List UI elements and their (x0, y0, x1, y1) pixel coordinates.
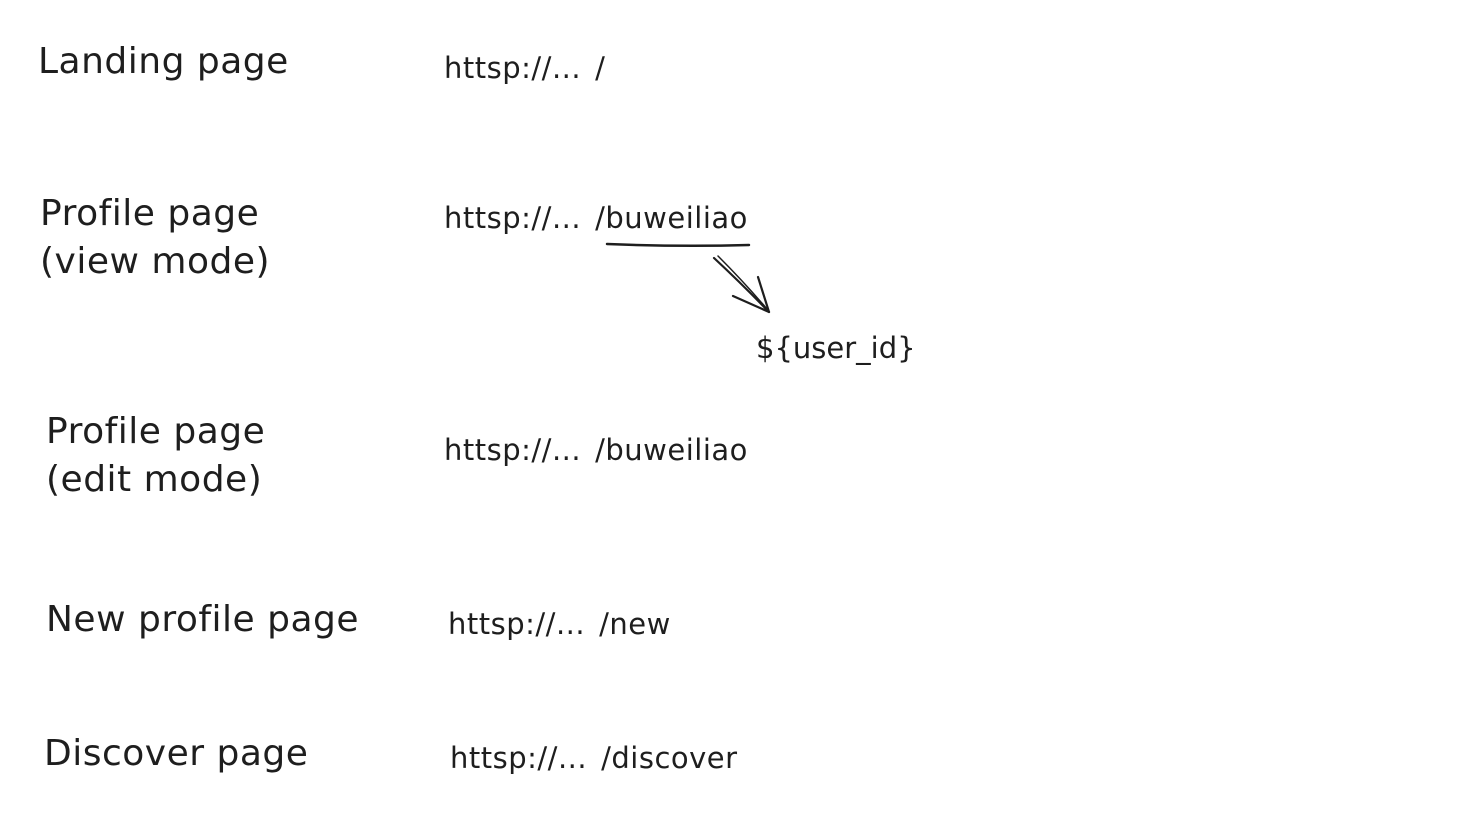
url-prefix: httsp://... (444, 51, 582, 85)
row-url-new-profile: httsp://... /new (448, 606, 671, 642)
row-label-profile-edit: Profile page (edit mode) (46, 408, 265, 504)
path-underline (605, 242, 751, 248)
row-url-discover: httsp://... /discover (450, 740, 738, 776)
row-url-profile-view: httsp://... /buweiliao (444, 200, 748, 236)
url-path: / (595, 51, 606, 85)
row-label-line1: Discover page (44, 733, 309, 774)
row-label-line1: Profile page (46, 411, 266, 452)
row-label-landing: Landing page (38, 38, 289, 86)
row-label-line2: (view mode) (40, 241, 271, 282)
url-path: /new (599, 607, 671, 641)
arrow-shaft (712, 256, 771, 314)
row-label-line1: Landing page (38, 41, 289, 82)
arrow-head (731, 275, 771, 314)
arrow-shaft-secondary (717, 255, 768, 310)
url-path: /discover (601, 741, 738, 775)
url-path-underlined: /buweiliao (595, 201, 748, 235)
url-path: /buweiliao (595, 433, 748, 467)
row-url-profile-edit: httsp://... /buweiliao (444, 432, 748, 468)
row-label-line1: Profile page (40, 193, 260, 234)
url-prefix: httsp://... (448, 607, 586, 641)
url-prefix: httsp://... (450, 741, 588, 775)
url-prefix: httsp://... (444, 201, 582, 235)
row-label-line2: (edit mode) (46, 459, 263, 500)
row-label-discover: Discover page (44, 730, 308, 778)
row-label-line1: New profile page (46, 599, 360, 640)
url-prefix: httsp://... (444, 433, 582, 467)
user-id-annotation: ${user_id} (756, 331, 916, 365)
row-url-landing: httsp://... / (444, 50, 605, 86)
row-label-new-profile: New profile page (46, 596, 359, 644)
row-label-profile-view: Profile page (view mode) (40, 190, 270, 286)
